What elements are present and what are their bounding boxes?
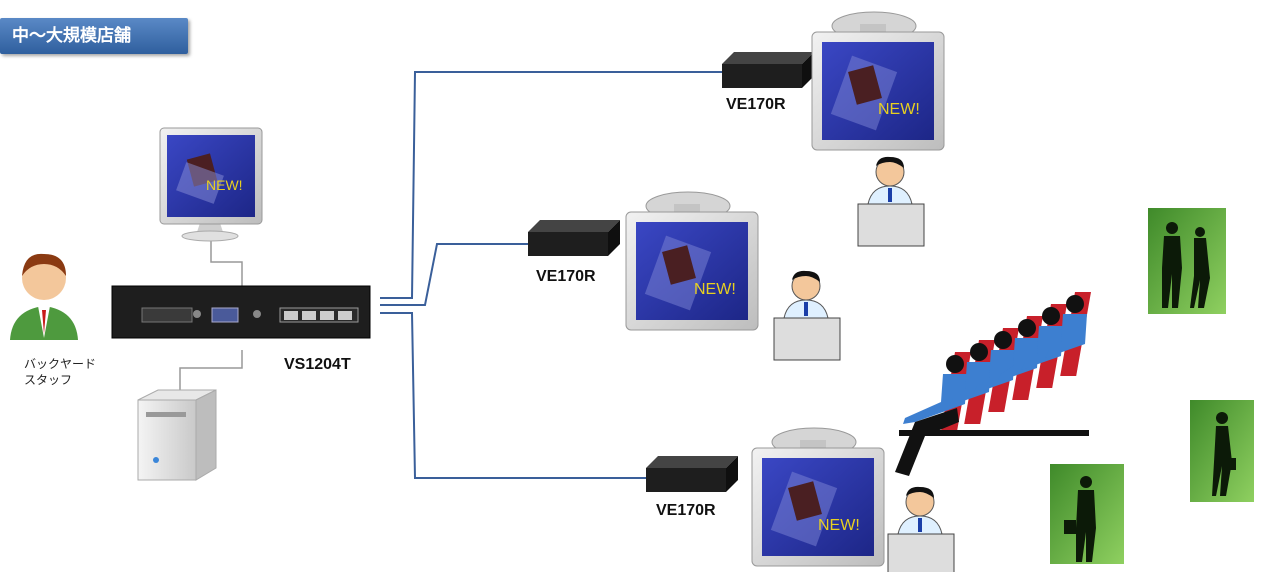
monitor-1-new-text: NEW!	[878, 101, 920, 118]
diagram-title: 中〜大規模店舗	[0, 18, 188, 54]
cable-monitor	[210, 236, 243, 288]
receiver-box-2	[528, 220, 620, 256]
cable-lines	[179, 71, 722, 479]
monitor-2-new-text: NEW!	[694, 281, 736, 298]
receiver-label-1: VE170R	[726, 96, 786, 113]
receiver-label-3: VE170R	[656, 502, 716, 519]
silhouette-couple-photo	[1148, 208, 1226, 314]
clerk-at-desk-2	[773, 270, 841, 361]
cable-middle	[380, 243, 528, 306]
signage-monitor-3: NEW!	[751, 427, 885, 567]
receiver-box-1	[722, 52, 814, 88]
monitor-3-new-text: NEW!	[818, 517, 860, 534]
clerk-at-desk-3	[887, 486, 955, 572]
staff-label: バックヤード スタッフ	[24, 356, 96, 388]
staff-label-line1: バックヤード	[24, 357, 97, 371]
signage-monitor-2: NEW!	[625, 191, 759, 331]
switch-label: VS1204T	[284, 356, 351, 373]
pc-tower	[137, 389, 217, 481]
local-monitor: NEW!	[159, 127, 263, 242]
staff-label-line2: スタッフ	[24, 373, 73, 387]
receiver-label-2: VE170R	[536, 268, 596, 285]
waiting-audience	[895, 292, 1091, 476]
cable-pc	[179, 350, 243, 390]
kvm-switch	[111, 285, 371, 339]
local-monitor-new-text: NEW!	[206, 177, 243, 193]
clerk-at-desk-1	[857, 156, 925, 247]
backyard-staff-avatar	[10, 253, 78, 340]
silhouette-businessman-photo	[1050, 464, 1124, 564]
cable-top	[380, 71, 722, 299]
silhouette-woman-photo	[1190, 400, 1254, 502]
receiver-box-3	[646, 456, 738, 492]
cable-bottom	[380, 312, 652, 479]
signage-monitor-1: NEW!	[811, 11, 945, 151]
